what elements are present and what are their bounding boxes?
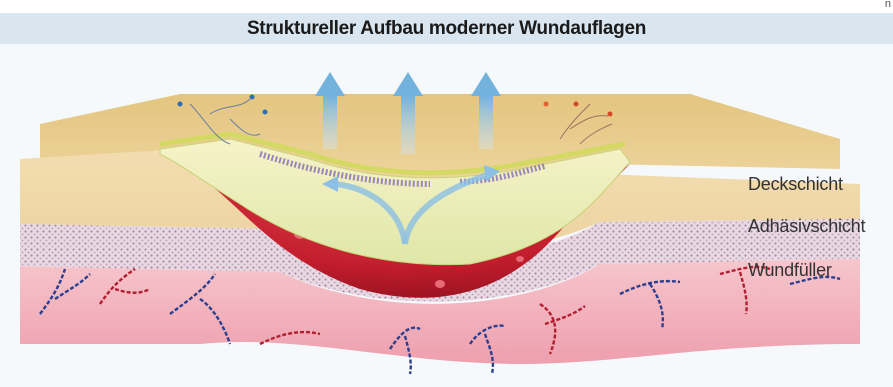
label-adhaesivschicht: Adhäsivschicht [748, 216, 865, 237]
corner-mark: n [885, 0, 891, 10]
wound-bubble [435, 280, 445, 288]
figure-panel: Struktureller Aufbau moderner Wundauflag… [0, 13, 893, 387]
title-bar: Struktureller Aufbau moderner Wundauflag… [0, 13, 893, 44]
label-wundfueller: Wundfüller [748, 260, 832, 281]
label-deckschicht: Deckschicht [748, 174, 843, 195]
wound-bubble [516, 256, 524, 262]
page-title: Struktureller Aufbau moderner Wundauflag… [247, 18, 646, 40]
